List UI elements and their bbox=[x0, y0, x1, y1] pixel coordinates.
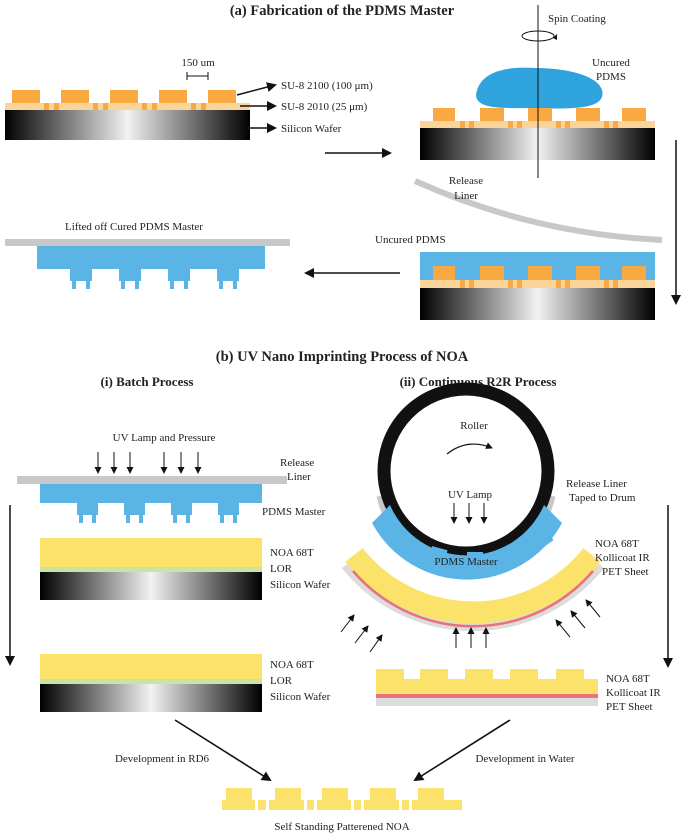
batch-release-liner-1: Release bbox=[280, 457, 314, 469]
spin-coating-label: Spin Coating bbox=[548, 13, 606, 25]
roller-label: Roller bbox=[460, 420, 488, 432]
r2r-sheet-label-1: NOA 68T bbox=[595, 538, 639, 550]
batch-result-label-2: LOR bbox=[270, 675, 293, 687]
r2r-noa-sheet bbox=[345, 548, 601, 624]
uncured-pdms-label: Uncured PDMS bbox=[375, 234, 446, 246]
su8-2010-features bbox=[44, 103, 206, 110]
wafer-stack-initial bbox=[5, 90, 250, 140]
batch-result-stack bbox=[40, 654, 262, 712]
r2r-result-label-3: PET Sheet bbox=[606, 701, 653, 713]
r2r-sheet-label-2: Kollicoat IR bbox=[595, 552, 650, 564]
scale-bar-label: 150 um bbox=[181, 57, 215, 69]
su8-2010-layer bbox=[5, 103, 250, 110]
r2r-pdms-features bbox=[392, 528, 554, 566]
batch-pdms-master-label: PDMS Master bbox=[262, 506, 326, 518]
development-water-label: Development in Water bbox=[475, 753, 574, 765]
final-label: Self Standing Patterened NOA bbox=[274, 821, 409, 833]
su8-2100-label: SU-8 2100 (100 μm) bbox=[281, 80, 373, 92]
arrow-development-water bbox=[413, 719, 511, 782]
roller-rotation-arrow bbox=[446, 442, 493, 455]
batch-noa-stack bbox=[40, 538, 262, 600]
batch-pdms-master bbox=[17, 476, 287, 523]
noa-gaps bbox=[255, 800, 412, 810]
uv-pressure-arrows bbox=[94, 452, 202, 474]
batch-stack-label-3: Silicon Wafer bbox=[270, 579, 331, 591]
batch-stack-label-2: LOR bbox=[270, 563, 293, 575]
r2r-sheet-label-3: PET Sheet bbox=[602, 566, 649, 578]
scale-bar: 150 um bbox=[181, 57, 215, 80]
r2r-release-liner-1: Release Liner bbox=[566, 478, 627, 490]
uncured-pdms-top-label-2: PDMS bbox=[596, 71, 626, 83]
r2r-title: (ii) Continuous R2R Process bbox=[400, 374, 557, 389]
su8-2100-features bbox=[12, 90, 236, 103]
section-a-title: (a) Fabrication of the PDMS Master bbox=[230, 3, 455, 19]
lifted-pdms-master bbox=[5, 239, 290, 289]
batch-title: (i) Batch Process bbox=[101, 374, 194, 389]
lifted-master-label: Lifted off Cured PDMS Master bbox=[65, 221, 203, 233]
self-standing-noa bbox=[222, 788, 462, 810]
development-rd6-label: Development in RD6 bbox=[115, 753, 210, 765]
r2r-result-label-2: Kollicoat IR bbox=[606, 687, 661, 699]
uncured-pdms-drop bbox=[476, 67, 603, 109]
r2r-release-liner-2: Taped to Drum bbox=[569, 492, 636, 504]
batch-release-liner-2: Liner bbox=[287, 471, 311, 483]
wafer-stack-covered bbox=[420, 252, 655, 320]
arrow-development-rd6 bbox=[174, 719, 272, 782]
release-liner-label-1: Release bbox=[449, 175, 483, 187]
r2r-pressure-arrows bbox=[340, 599, 601, 653]
uncured-pdms-top-label-1: Uncured bbox=[592, 57, 630, 69]
silicon-wafer-label: Silicon Wafer bbox=[281, 123, 342, 135]
batch-result-label-3: Silicon Wafer bbox=[270, 691, 331, 703]
uv-lamp-arrows bbox=[450, 503, 488, 524]
r2r-result-stack bbox=[376, 669, 598, 706]
layer-pointer-1 bbox=[236, 82, 277, 96]
uv-pressure-label: UV Lamp and Pressure bbox=[113, 432, 216, 444]
su8-2010-label: SU-8 2010 (25 μm) bbox=[281, 101, 368, 113]
r2r-pdms-master-label: PDMS Master bbox=[434, 556, 498, 568]
r2r-result-label-1: NOA 68T bbox=[606, 673, 650, 685]
silicon-wafer bbox=[5, 110, 250, 140]
uv-lamp-label: UV Lamp bbox=[448, 489, 493, 501]
r2r-kollicoat-layer bbox=[352, 570, 594, 628]
spin-arrowhead-icon bbox=[553, 34, 557, 40]
section-b-title: (b) UV Nano Imprinting Process of NOA bbox=[216, 349, 469, 365]
batch-result-label-1: NOA 68T bbox=[270, 659, 314, 671]
release-liner-curve bbox=[413, 178, 663, 243]
batch-stack-label-1: NOA 68T bbox=[270, 547, 314, 559]
release-liner-label-2: Liner bbox=[454, 190, 478, 202]
